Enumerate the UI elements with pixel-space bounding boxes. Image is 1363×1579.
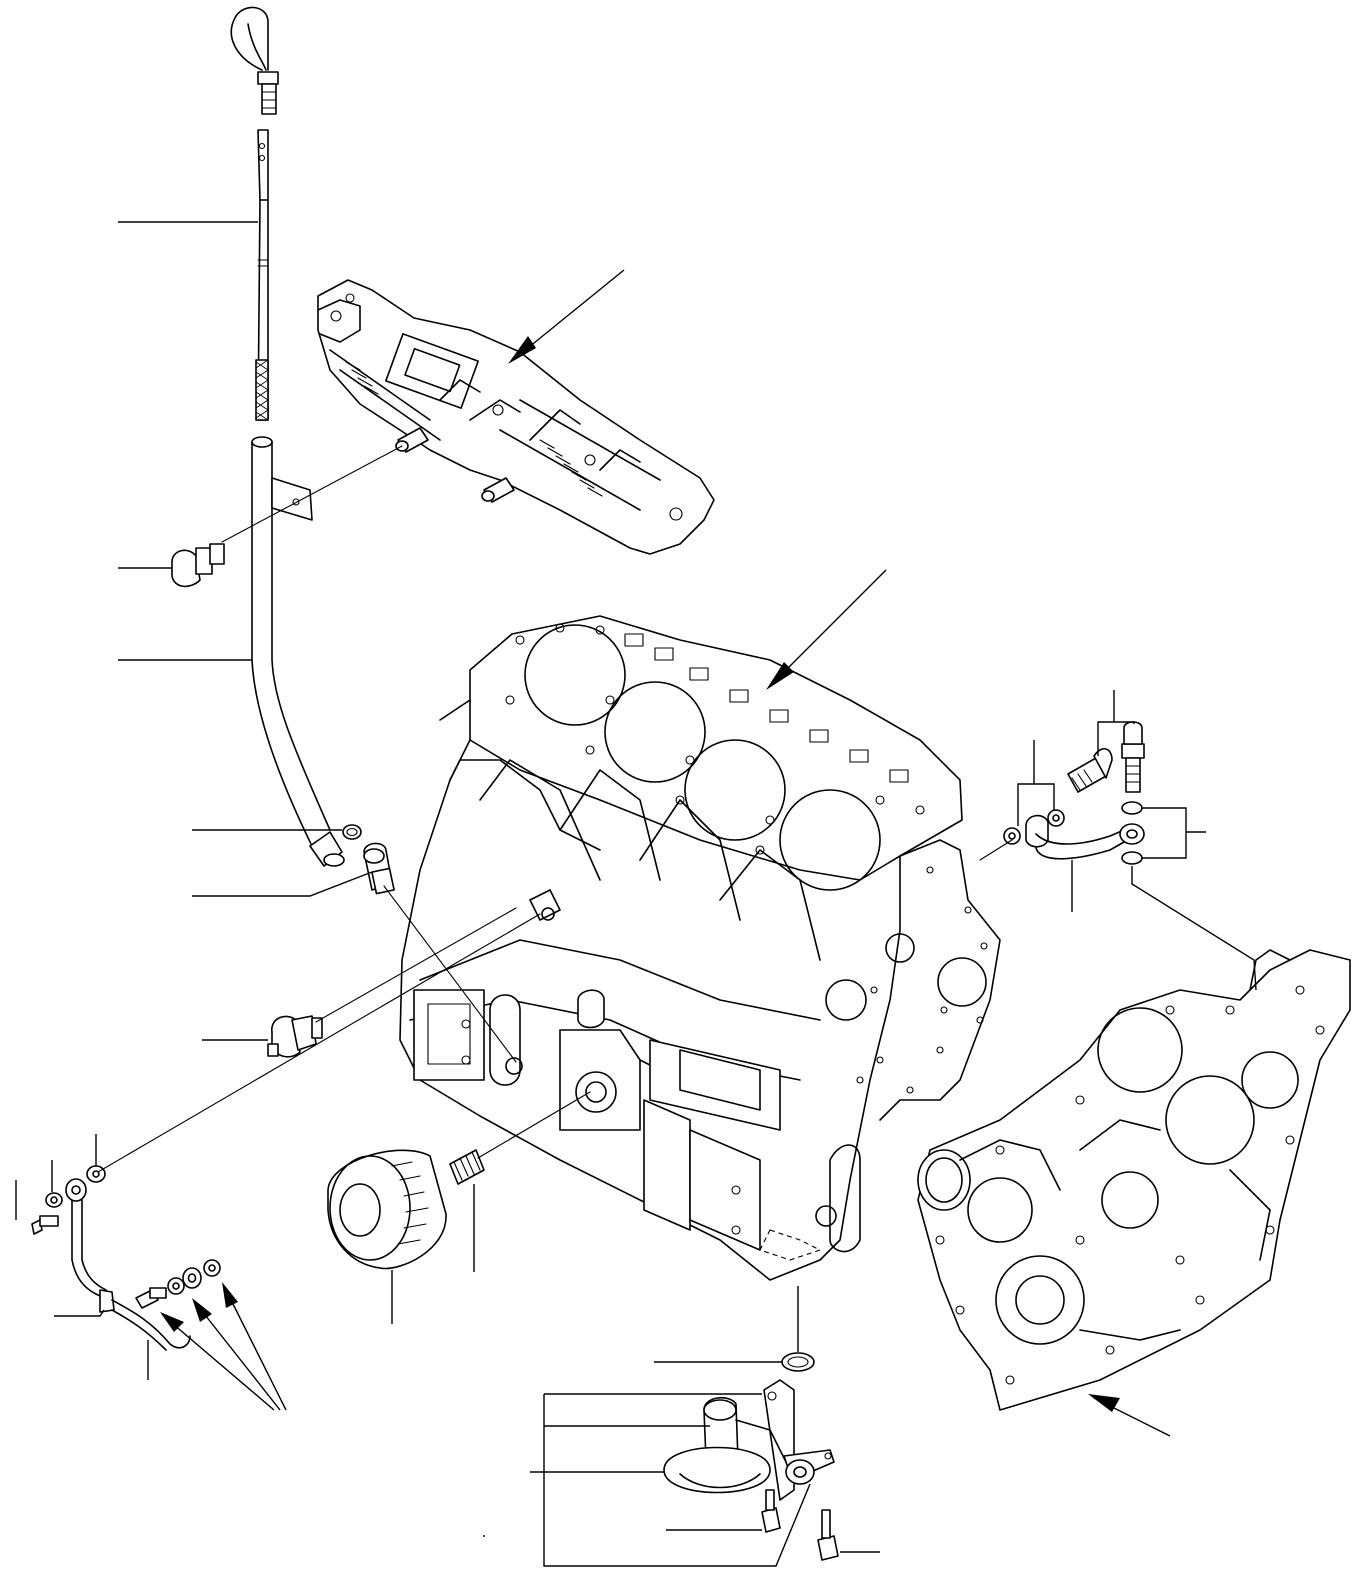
oil-pipe-right <box>1003 801 1145 865</box>
oil-filter <box>327 1149 447 1270</box>
gear-case <box>917 949 1351 1411</box>
arrow-block <box>766 569 887 690</box>
tube-bracket-bolt <box>171 543 225 588</box>
intake-manifold <box>317 279 715 555</box>
dipstick-guide-tube <box>251 436 345 867</box>
dipstick <box>230 6 279 421</box>
oil-pressure-switch <box>267 1015 323 1058</box>
banjo-bolts <box>1067 721 1145 793</box>
union-fitting <box>363 842 395 895</box>
oil-pipe <box>31 1165 221 1351</box>
oil-strainer <box>663 1379 839 1561</box>
arrow-gear-case <box>1088 1394 1171 1437</box>
o-ring-small <box>342 824 362 840</box>
strainer-o-ring <box>781 1352 815 1372</box>
leader-lines <box>15 221 1257 1567</box>
filter-stud <box>449 1149 485 1185</box>
arrow-manifold <box>508 269 625 364</box>
arrows-washers <box>160 1282 287 1411</box>
cylinder-block <box>399 615 1001 1281</box>
speck <box>483 1535 485 1537</box>
